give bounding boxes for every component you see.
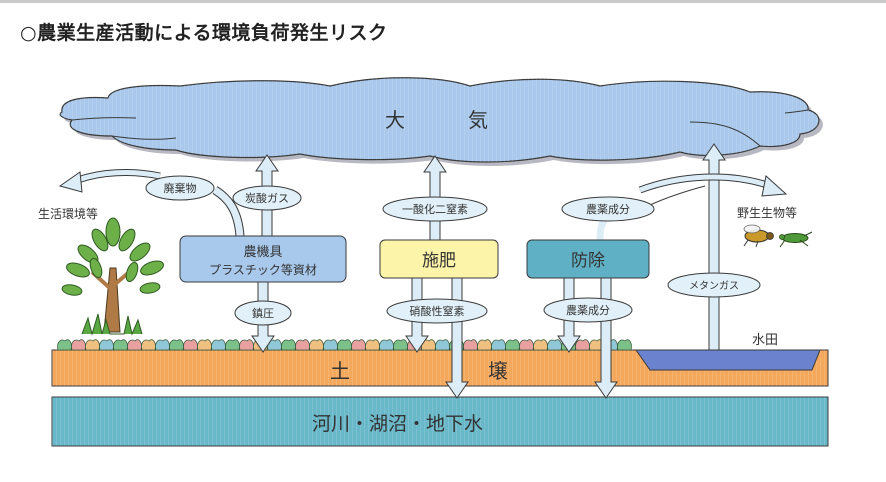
fertilizer-box: 施肥	[379, 239, 499, 279]
fertilizer-box-label: 施肥	[422, 251, 456, 271]
ground-plant	[323, 339, 338, 351]
ground-plant	[141, 339, 156, 351]
page-title: ○農業生産活動による環境負荷発生リスク	[20, 22, 388, 44]
ground-plant	[225, 339, 240, 351]
substance-labels: 廃棄物 炭酸ガス 鎮圧 一酸化二窒素 硝酸性窒素 農薬成分 農薬成分 メタンガ	[145, 175, 761, 326]
wildlife-flow: 野生生物等	[638, 173, 813, 248]
ground-plant	[519, 339, 534, 351]
grass-tuft	[81, 313, 143, 336]
living-environment-flow: 生活環境等	[38, 169, 161, 221]
ground-plant	[113, 339, 128, 351]
cloud-inner-line	[784, 109, 809, 114]
ground-plant	[491, 339, 506, 351]
pesticide-to-wildlife-line	[649, 185, 706, 206]
pest-control-box-bg	[526, 239, 650, 279]
pesticide-curve	[596, 216, 608, 241]
top-border	[0, 0, 886, 3]
machinery-box-bg	[179, 235, 347, 283]
pesticide-down-ellipse: 農薬成分	[543, 297, 633, 323]
ground-plants	[57, 339, 632, 351]
cloud-label-dai: 大	[385, 108, 405, 132]
ground-plant	[435, 339, 450, 351]
co2-ellipse: 炭酸ガス	[232, 185, 302, 211]
ground-plant	[365, 339, 380, 351]
living-env-label: 生活環境等	[38, 206, 98, 221]
ground-plant	[393, 339, 408, 351]
ground-plant	[575, 339, 590, 351]
ground-plant	[337, 339, 352, 351]
ground-plant	[239, 339, 254, 351]
methane-up-arrow	[702, 143, 726, 351]
pest-control-box-label: 防除	[571, 251, 605, 271]
ground-plant	[71, 339, 86, 351]
ground-plant	[351, 339, 366, 351]
ground-plant	[309, 339, 324, 351]
ground-plant	[127, 339, 142, 351]
atmosphere-cloud: 大 気	[59, 77, 823, 166]
cloud-inner-line	[111, 135, 177, 140]
ground-plant	[155, 339, 170, 351]
tree-leaves	[61, 217, 164, 296]
nitrate-ellipse: 硝酸性窒素	[386, 298, 488, 324]
wildlife-arrowhead	[761, 175, 788, 197]
methane-label: メタンガス	[689, 280, 739, 292]
pesticide-up-ellipse: 農薬成分	[561, 196, 655, 222]
ground-plant	[533, 339, 548, 351]
cloud-label-ki: 気	[468, 108, 488, 132]
pesticide-down-label: 農薬成分	[566, 303, 610, 317]
grasshopper-icon	[779, 231, 813, 248]
n2o-label: 一酸化二窒素	[402, 202, 468, 216]
tree-illustration	[61, 217, 164, 336]
water-layer: 河川・湖沼・地下水	[51, 396, 829, 447]
machinery-box: 農機具 プラスチック等資材	[179, 235, 347, 283]
soil-layer: 土 壌	[51, 349, 829, 387]
wildlife-label: 野生生物等	[737, 206, 797, 220]
pest-control-box: 防除	[526, 239, 650, 279]
ground-plant	[281, 339, 296, 351]
ground-plant	[379, 339, 394, 351]
living-env-arrowhead	[58, 171, 83, 193]
waste-curve	[213, 187, 244, 237]
ground-plant	[183, 339, 198, 351]
ground-plant	[295, 339, 310, 351]
waste-ellipse: 廃棄物	[145, 175, 215, 201]
ground-plant	[463, 339, 478, 351]
compaction-label: 鎮圧	[252, 306, 274, 320]
waste-label: 廃棄物	[164, 181, 197, 195]
nitrate-down-arrow-long	[445, 277, 469, 399]
compaction-ellipse: 鎮圧	[234, 300, 292, 326]
soil-label-jou: 壌	[488, 359, 508, 383]
co2-label: 炭酸ガス	[245, 191, 289, 205]
ground-plant	[85, 339, 100, 351]
cloud-texture	[60, 77, 819, 162]
methane-ellipse: メタンガス	[667, 272, 761, 298]
n2o-ellipse: 一酸化二窒素	[382, 196, 488, 222]
nitrate-label: 硝酸性窒素	[410, 304, 465, 318]
water-label: 河川・湖沼・地下水	[312, 413, 483, 435]
water-texture	[52, 397, 828, 446]
paddy-label: 水田	[752, 333, 778, 348]
ground-plant	[211, 339, 226, 351]
ground-plant	[547, 339, 562, 351]
cloud-inner-line	[689, 121, 761, 147]
ground-plant	[169, 339, 184, 351]
bee-icon	[743, 224, 774, 248]
pesticide-up-label: 農薬成分	[586, 202, 630, 216]
fertilizer-box-bg	[379, 239, 499, 279]
machinery-box-line1: 農機具	[243, 245, 282, 260]
pesticide-down-arrow-long	[594, 277, 618, 399]
ground-plant	[617, 339, 632, 351]
ground-plant	[57, 339, 72, 351]
ground-plant	[99, 339, 114, 351]
ground-plant	[477, 339, 492, 351]
living-env-arrow	[77, 170, 161, 183]
machinery-box-line2: プラスチック等資材	[209, 263, 317, 277]
wildlife-arrow	[639, 174, 771, 193]
paddy-water	[635, 349, 821, 371]
ground-plant	[505, 339, 520, 351]
cloud-inner-line	[71, 117, 137, 121]
ground-plant	[197, 339, 212, 351]
soil-label-do: 土	[330, 359, 350, 383]
